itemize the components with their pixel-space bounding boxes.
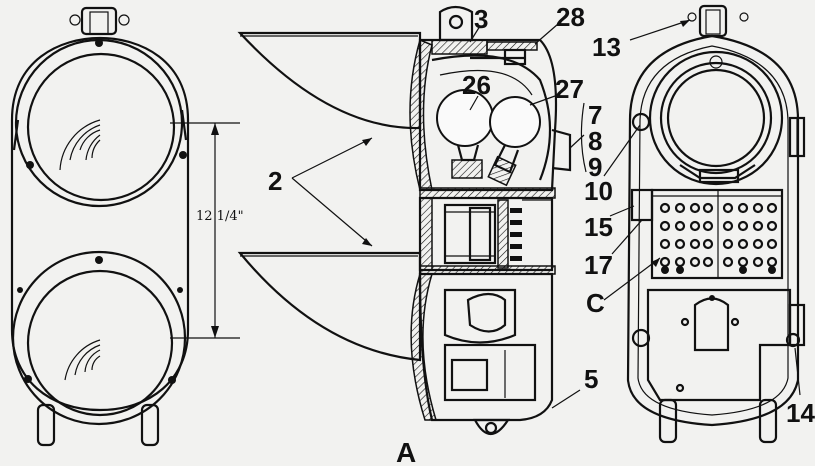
rear-lamp-opening	[648, 50, 784, 186]
callout-9: 9	[588, 152, 602, 182]
section-bottom-lug	[473, 418, 511, 436]
figure-label: A	[396, 437, 416, 466]
front-view	[10, 6, 190, 447]
callout-17: 17	[584, 250, 613, 280]
front-top-bracket	[69, 6, 130, 36]
callout-14: 14	[786, 398, 815, 428]
callout-5: 5	[584, 364, 598, 394]
callout-28: 28	[556, 2, 585, 32]
lamp-left	[436, 89, 494, 179]
section-view	[237, 5, 572, 436]
callouts: 3 28 13 26 27 7 8 9 2 10 15 17 C 5 14 A	[268, 2, 815, 466]
lamp-right	[487, 96, 541, 187]
rear-top-bracket	[687, 4, 749, 38]
callout-7: 7	[588, 100, 602, 130]
callout-2: 2	[268, 166, 282, 196]
lower-lens	[11, 250, 187, 426]
upper-lens	[12, 38, 188, 208]
transformer	[443, 199, 522, 269]
callout-C: C	[586, 288, 605, 318]
callout-8: 8	[588, 126, 602, 156]
callout-26: 26	[462, 70, 491, 100]
callout-10: 10	[584, 176, 613, 206]
upper-visor	[237, 31, 422, 130]
front-feet	[36, 403, 160, 447]
height-dimension: 12 1/4"	[170, 122, 244, 339]
callout-15: 15	[584, 212, 613, 242]
dimension-label: 12 1/4"	[196, 209, 244, 224]
callout-13: 13	[592, 32, 621, 62]
callout-27: 27	[555, 74, 584, 104]
section-top-lug	[438, 5, 474, 42]
terminal-bank-right	[722, 202, 778, 274]
lower-visor	[237, 251, 422, 362]
rear-view	[626, 4, 806, 444]
rear-cover-plate	[646, 288, 792, 402]
terminal-board	[650, 188, 784, 280]
terminal-bank-left	[659, 202, 714, 274]
callout-3: 3	[474, 4, 488, 34]
leader-lines	[291, 19, 801, 409]
